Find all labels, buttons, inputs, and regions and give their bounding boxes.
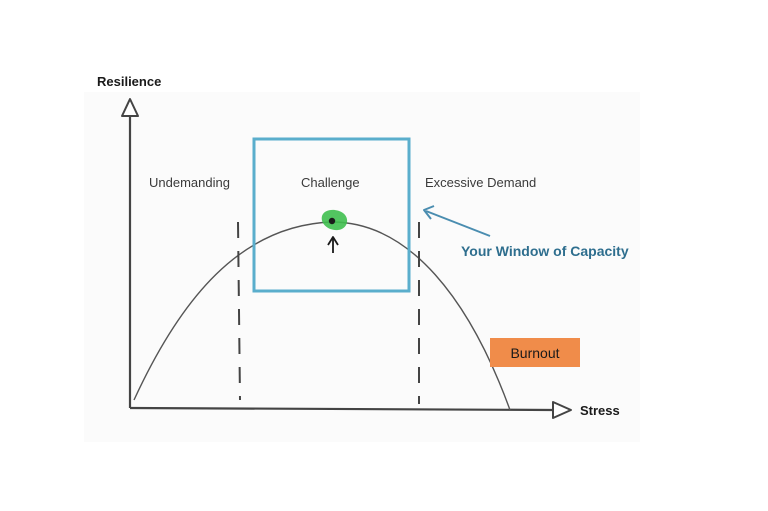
window-pointer-head <box>423 205 435 220</box>
zone-undemanding-label: Undemanding <box>149 175 230 190</box>
x-axis-arrowhead <box>552 401 572 419</box>
zone-challenge-label: Challenge <box>301 175 360 190</box>
divider-left <box>237 221 241 401</box>
x-axis-line <box>129 406 554 412</box>
window-box <box>252 137 411 293</box>
resilience-curve <box>133 221 511 411</box>
y-axis-arrowhead <box>121 98 139 117</box>
window-of-capacity-label: Your Window of Capacity <box>461 243 629 259</box>
window-pointer-line <box>425 210 491 237</box>
zone-excessive-label: Excessive Demand <box>425 175 537 190</box>
diagram-background <box>84 92 640 442</box>
peak-point <box>328 217 336 225</box>
x-axis-label: Stress <box>580 403 620 418</box>
peak-arrow-head <box>327 236 339 246</box>
y-axis-label: Resilience <box>97 74 162 89</box>
burnout-badge: Burnout <box>490 338 580 367</box>
